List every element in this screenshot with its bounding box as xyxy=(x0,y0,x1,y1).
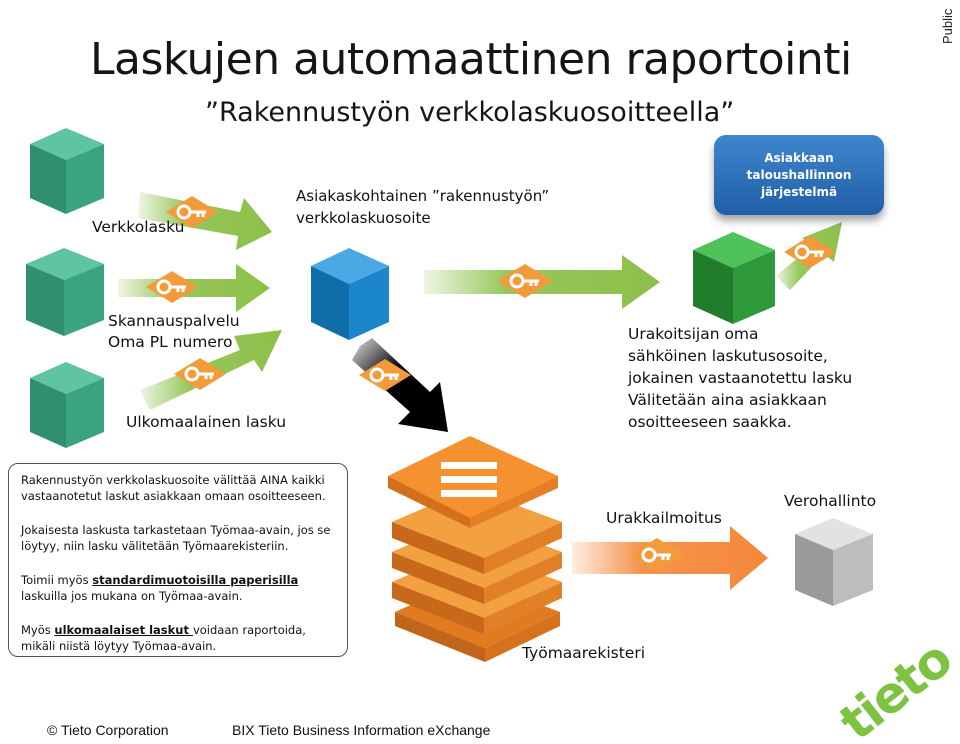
info-p3-suffix: laskuilla jos mukana on Työmaa-avain. xyxy=(21,589,243,603)
customer-system-line1: Asiakkaan xyxy=(764,151,834,165)
key-icon xyxy=(359,359,411,391)
contractor-line5: osoitteeseen saakka. xyxy=(628,413,792,431)
info-p3-link: standardimuotoisilla paperisilla xyxy=(92,573,299,587)
contractor-cube xyxy=(693,232,775,324)
hub-label-line2: verkkolaskuosoite xyxy=(296,209,431,227)
key-icon xyxy=(497,264,553,298)
contractor-line1: Urakoitsijan oma xyxy=(628,325,759,343)
info-paragraph-1: Rakennustyön verkkolaskuosoite välittää … xyxy=(21,473,326,503)
info-paragraph-2: Jokaisesta laskusta tarkastetaan Työmaa-… xyxy=(21,523,331,553)
source-label-verkkolasku: Verkkolasku xyxy=(92,218,185,236)
slide-subtitle: ”Rakennustyön verkkolaskuosoitteella” xyxy=(205,97,735,128)
info-p4-prefix: Myös xyxy=(21,623,55,637)
key-icon xyxy=(174,358,226,390)
info-p4-link: ulkomaalaiset laskut xyxy=(54,623,193,637)
slide-title: Laskujen automaattinen raportointi xyxy=(90,34,852,85)
info-paragraph-4: Myös ulkomaalaiset laskut voidaan raport… xyxy=(21,622,335,654)
hub-label-line1: Asiakaskohtainen ”rakennustyön” xyxy=(296,187,550,205)
source-cube-skannaus xyxy=(26,248,104,336)
tax-authority-label: Verohallinto xyxy=(784,492,877,510)
arrow-source1-to-hub xyxy=(138,192,272,250)
database-stack-icon xyxy=(388,436,562,662)
customer-system-line3: järjestelmä xyxy=(760,185,838,199)
contractor-line2: sähköinen laskutusosoite, xyxy=(628,347,828,365)
key-icon xyxy=(784,236,836,268)
footer-copyright: © Tieto Corporation xyxy=(47,722,169,738)
key-icon xyxy=(146,271,198,303)
customer-system-line2: taloushallinnon xyxy=(746,168,852,182)
key-icon xyxy=(629,538,685,572)
source-label-skannaus-line2: Oma PL numero xyxy=(108,333,233,351)
registry-label: Työmaarekisteri xyxy=(522,644,646,662)
source-label-skannaus-line1: Skannauspalvelu xyxy=(108,312,240,330)
info-paragraph-3: Toimii myös standardimuotoisilla paperis… xyxy=(21,572,335,604)
info-p4-suffix: voidaan raportoida, mikäli niistä löytyy… xyxy=(21,623,306,653)
info-p3-prefix: Toimii myös xyxy=(21,573,93,587)
contractor-line3: jokainen vastaanotettu lasku xyxy=(628,369,853,387)
info-box: Rakennustyön verkkolaskuosoite välittää … xyxy=(8,463,348,657)
tieto-logo: tieto xyxy=(829,630,960,744)
black-arrow-icon xyxy=(352,338,448,432)
source-label-ulkomaalainen: Ulkomaalainen lasku xyxy=(126,413,287,431)
source-cube-verkkolasku xyxy=(30,128,104,214)
hub-cube xyxy=(311,248,389,340)
tax-authority-cube xyxy=(795,518,873,606)
contractor-line4: Välitetään aina asiakkaan xyxy=(628,391,827,409)
key-icon xyxy=(166,196,218,228)
footer-product: BIX Tieto Business Information eXchange xyxy=(232,722,491,738)
customer-system-box: Asiakkaan taloushallinnon järjestelmä xyxy=(714,135,884,215)
report-arrow-label: Urakkailmoitus xyxy=(606,509,722,527)
source-cube-ulkomaalainen xyxy=(30,362,104,448)
svg-text:tieto: tieto xyxy=(829,630,960,744)
